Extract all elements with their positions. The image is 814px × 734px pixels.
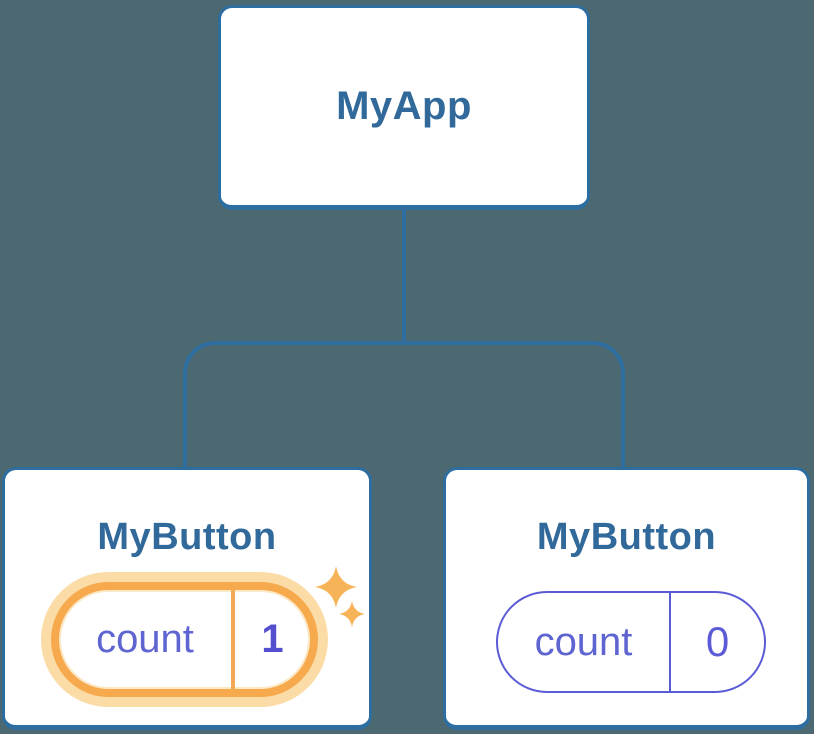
pill-divider: [669, 593, 671, 691]
state-pill-plain: count 0: [496, 591, 766, 693]
state-value-label: 0: [705, 618, 730, 665]
sparkle-icon-small: [339, 601, 365, 627]
connector-bracket: [183, 341, 625, 467]
sparkle-icon-large: [315, 566, 357, 608]
state-key-label: count: [534, 619, 633, 664]
node-myapp: MyApp: [218, 5, 590, 210]
pill-divider: [231, 590, 235, 689]
node-mybutton-left-label: MyButton: [97, 516, 277, 558]
state-pill-highlighted: count 1: [51, 582, 318, 697]
state-value-label: 1: [261, 617, 284, 661]
node-mybutton-right: MyButton count 0: [443, 467, 810, 730]
node-myapp-label: MyApp: [336, 84, 472, 128]
state-value-cell: 1: [235, 590, 310, 689]
state-value-cell: 0: [671, 593, 764, 691]
state-key-cell: count: [59, 590, 231, 689]
state-key-label: count: [96, 617, 194, 661]
connector-stem: [402, 210, 406, 343]
state-key-cell: count: [498, 593, 669, 691]
node-mybutton-left: MyButton count 1: [2, 467, 372, 730]
node-mybutton-right-label: MyButton: [536, 516, 717, 558]
